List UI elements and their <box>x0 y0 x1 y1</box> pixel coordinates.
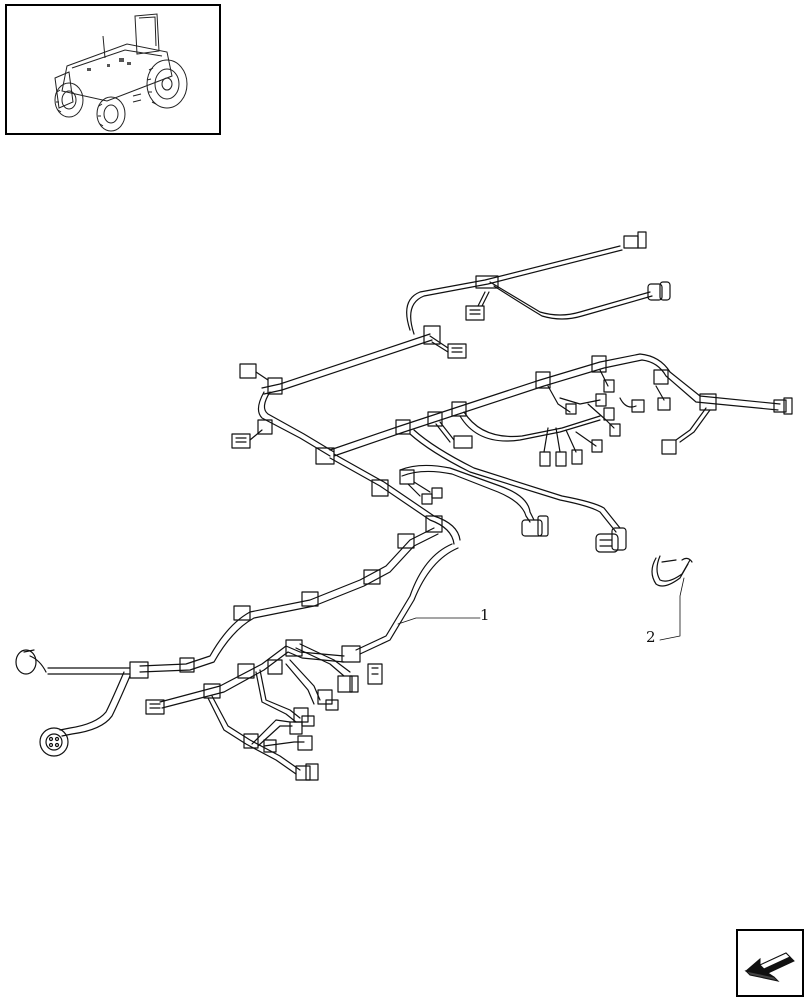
connector-top-small <box>465 305 485 321</box>
junction-block <box>425 515 443 533</box>
connector-top-right-b <box>647 281 671 301</box>
junction-block <box>427 411 443 427</box>
junction-block <box>267 659 283 675</box>
harness-lower-left-sweep <box>47 527 439 737</box>
harness-clip-part-2 <box>651 555 693 587</box>
junction-block <box>237 663 255 679</box>
connector-bottom-cluster-a <box>145 699 165 715</box>
tractor-thumbnail <box>5 4 221 135</box>
connector-bottom-right-a <box>595 527 627 553</box>
next-page-arrow-icon <box>744 952 795 982</box>
tractor-icon <box>54 13 188 132</box>
junction-block <box>653 369 669 385</box>
junction-block <box>203 683 221 699</box>
connector-far-right <box>773 397 793 415</box>
harness-bottom-cluster <box>159 643 351 775</box>
connector-round-bottom-left <box>39 727 69 757</box>
junction-block <box>475 275 499 289</box>
junction-block <box>301 591 319 607</box>
junction-block <box>179 657 195 673</box>
connector-bottom-cluster-e <box>293 707 315 727</box>
junction-block <box>423 325 441 345</box>
harness-top-branch <box>406 245 653 335</box>
harness-middle-drops <box>435 369 711 467</box>
connector-round-left <box>15 649 47 675</box>
junction-block <box>233 605 251 621</box>
junction-block <box>267 377 283 395</box>
junction-block <box>699 393 717 411</box>
connector-bottom-cluster-b <box>367 663 383 685</box>
callout-label-2: 2 <box>646 628 656 646</box>
junction-block <box>363 569 381 585</box>
connector-bottom-cluster-c <box>337 675 359 693</box>
callout-label-1: 1 <box>480 606 490 624</box>
connector-upper-left <box>239 363 269 381</box>
next-page-button[interactable] <box>736 929 804 997</box>
harness-lower-loops <box>399 429 621 533</box>
junction-block <box>341 645 361 663</box>
connector-bottom-cluster-g <box>295 763 319 781</box>
junction-block <box>451 401 467 417</box>
connector-mid-top <box>447 343 467 359</box>
junction-block <box>397 533 415 549</box>
junction-block <box>399 469 415 485</box>
harness-center-trunk <box>329 453 461 545</box>
junction-block <box>243 733 259 749</box>
junction-block <box>263 739 277 753</box>
junction-block <box>315 447 335 465</box>
connector-center-small <box>407 481 443 505</box>
junction-block <box>285 639 303 657</box>
junction-block <box>371 479 389 497</box>
harness-middle-run <box>329 353 781 457</box>
harness-right-sweep <box>355 543 459 655</box>
junction-block <box>395 419 411 435</box>
connector-left-mid <box>231 429 263 449</box>
junction-block <box>591 355 607 373</box>
junction-block <box>129 661 149 679</box>
connector-bottom-cluster-f <box>289 721 313 751</box>
connector-bottom-cluster-d <box>317 689 339 711</box>
connector-bottom-right-b <box>521 515 549 537</box>
junction-block <box>535 371 551 389</box>
callout-leader-lines <box>397 577 685 641</box>
junction-block <box>257 419 273 435</box>
harness-main-upper-trunk <box>261 333 449 395</box>
connector-top-right-a <box>623 231 647 249</box>
